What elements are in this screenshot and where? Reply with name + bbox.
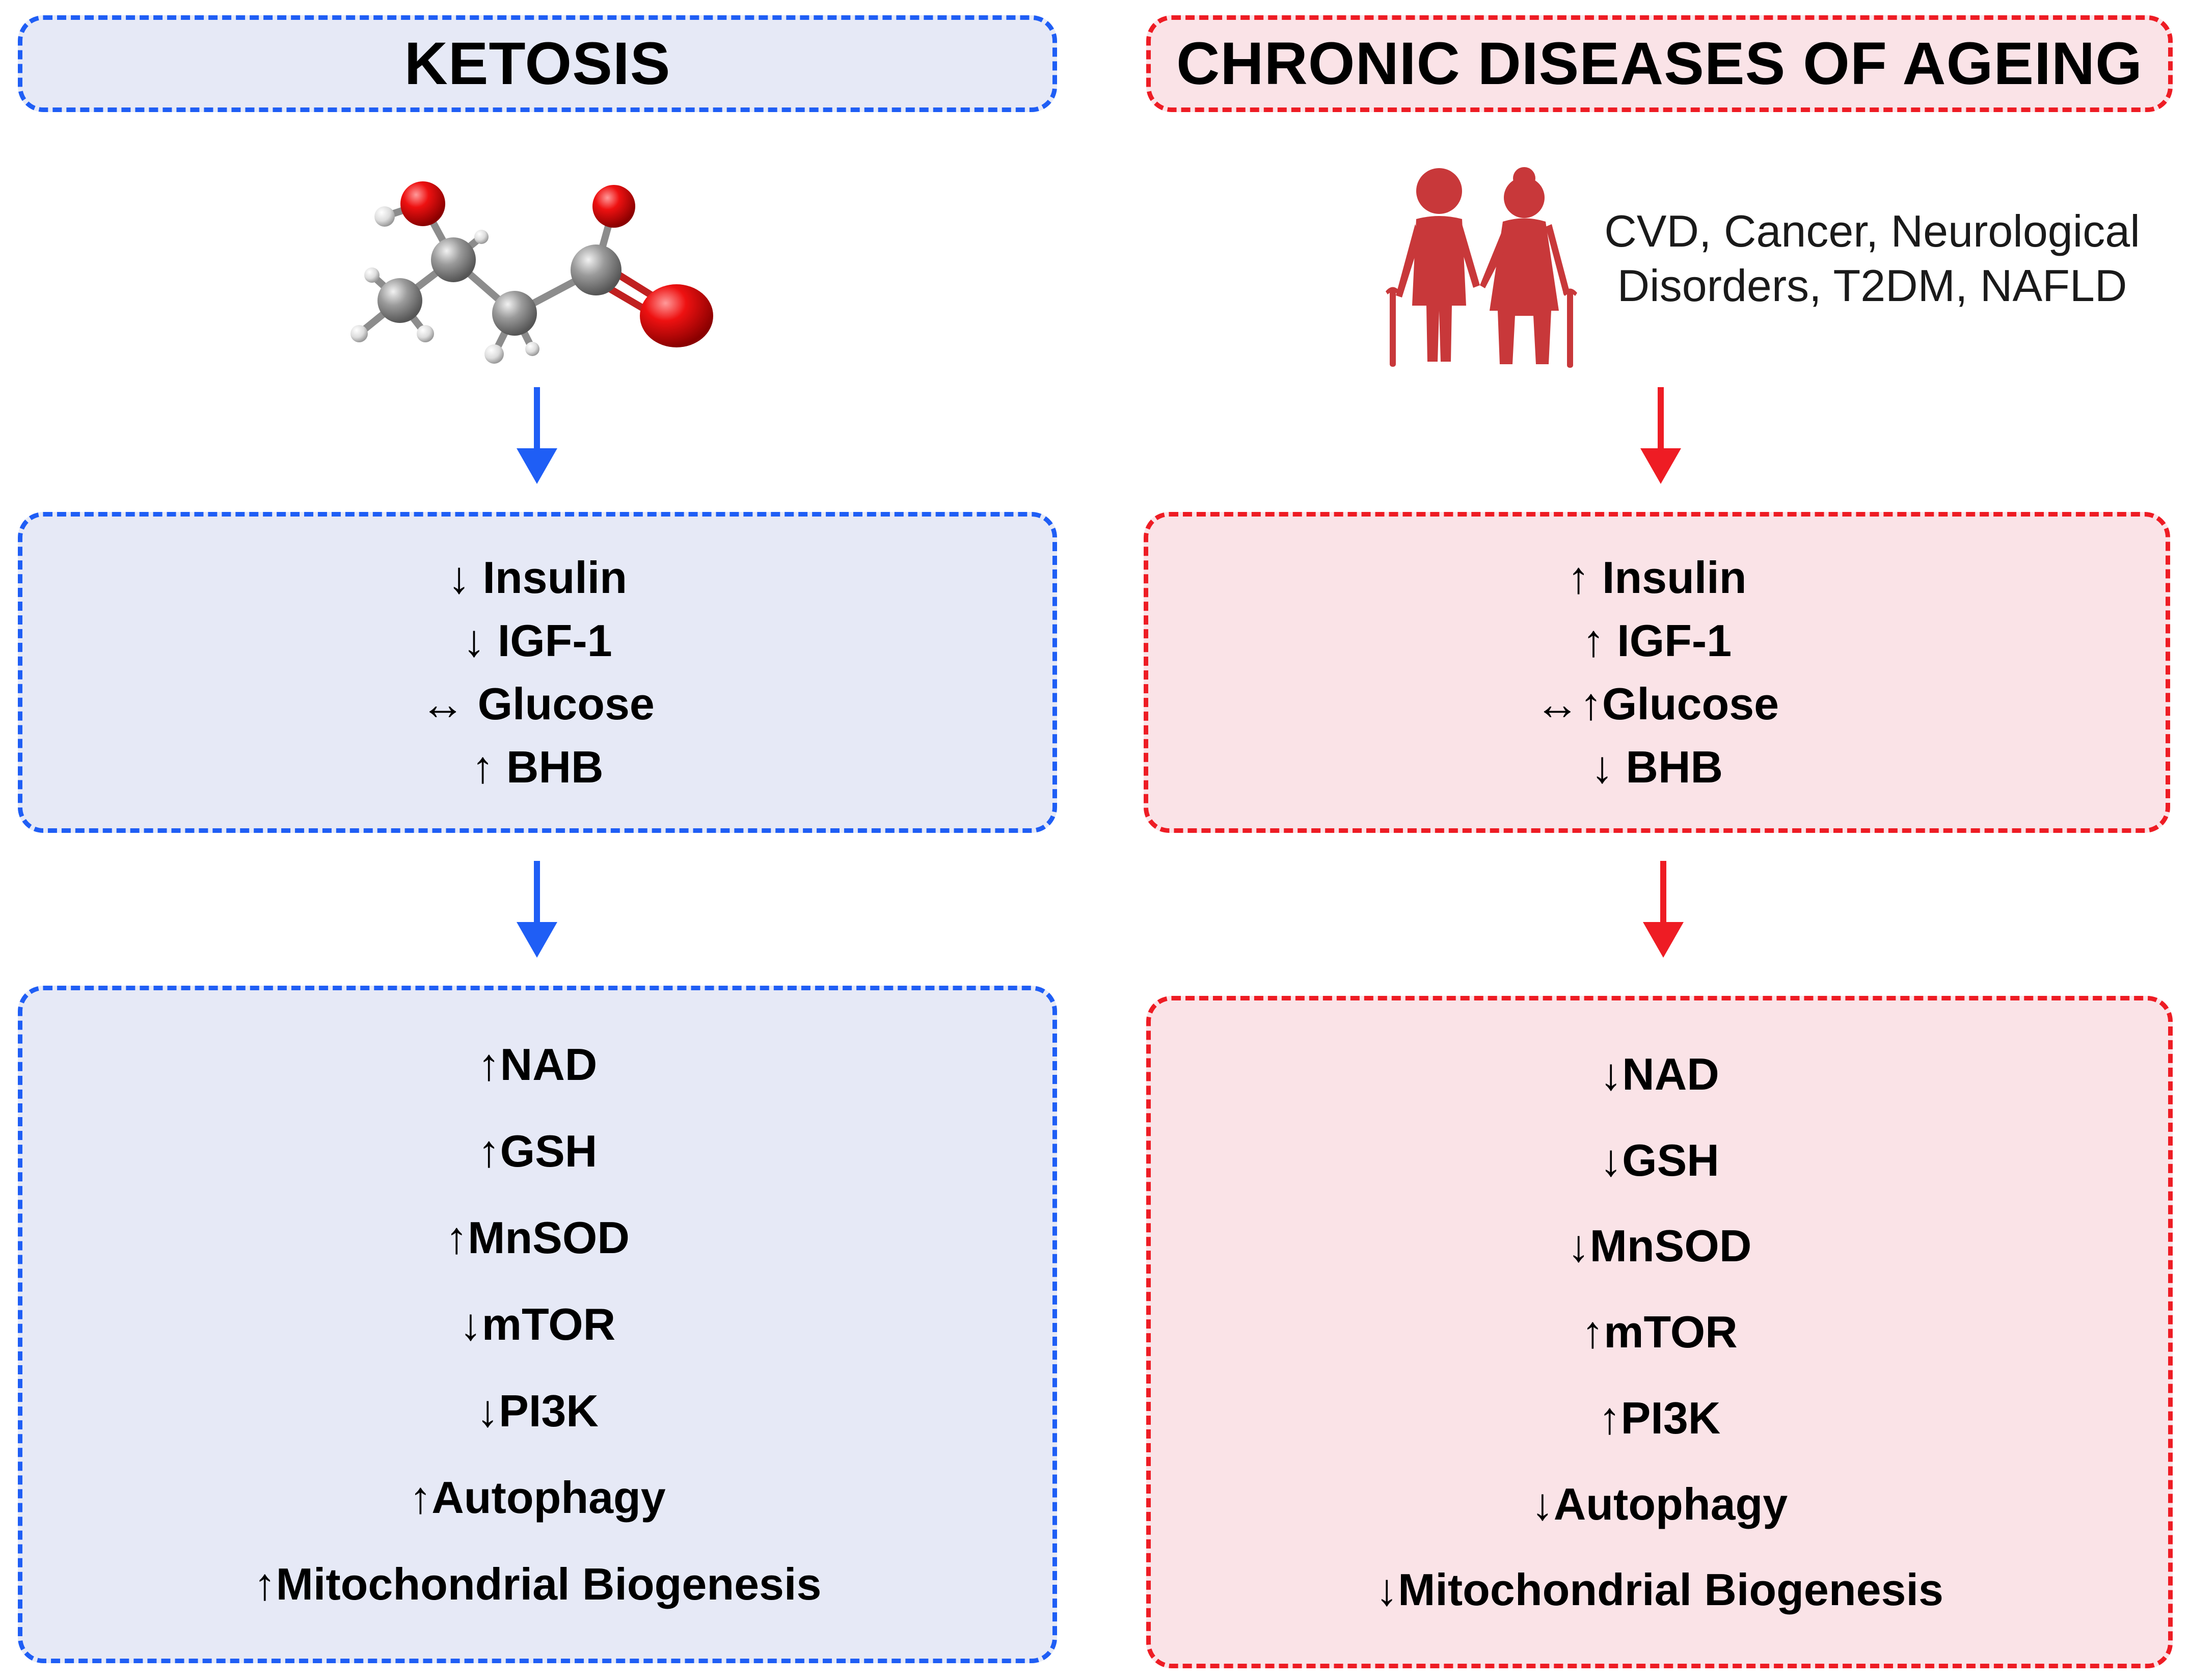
outcome-row: ↑GSH [477, 1126, 598, 1176]
outcome-row: ↑NAD [477, 1039, 598, 1090]
outcome-row: ↓Autophagy [1531, 1478, 1788, 1529]
outcome-row: ↓Mitochondrial Biogenesis [1375, 1564, 1943, 1615]
ageing-arrow-2-icon [1643, 861, 1684, 958]
marker-row: ↔↑Glucose [1534, 679, 1779, 729]
outcome-row: ↓NAD [1600, 1048, 1719, 1099]
marker-row: ↑ IGF-1 [1582, 615, 1732, 666]
elderly-couple-icon [1386, 167, 1577, 368]
ketosis-markers-box: ↓ Insulin ↓ IGF-1 ↔ Glucose ↑ BHB [18, 512, 1057, 833]
outcome-row: ↑PI3K [1598, 1392, 1721, 1443]
marker-row: ↓ BHB [1590, 742, 1723, 792]
marker-row: ↑ Insulin [1567, 552, 1747, 603]
outcome-row: ↑mTOR [1581, 1307, 1738, 1357]
ageing-title: CHRONIC DISEASES OF AGEING [1176, 30, 2143, 97]
ketosis-title: KETOSIS [404, 30, 671, 97]
marker-row: ↑ BHB [471, 742, 604, 792]
marker-row: ↔ Glucose [420, 679, 655, 729]
ageing-outcomes-box: ↓NAD ↓GSH ↓MnSOD ↑mTOR ↑PI3K ↓Autophagy … [1146, 996, 2173, 1668]
outcome-row: ↑Autophagy [409, 1472, 666, 1523]
marker-row: ↓ IGF-1 [463, 615, 612, 666]
ketosis-arrow-2-icon [517, 861, 557, 958]
outcome-row: ↓MnSOD [1567, 1221, 1752, 1271]
ketosis-arrow-1-icon [517, 387, 557, 484]
outcome-row: ↓mTOR [459, 1299, 616, 1349]
ageing-arrow-1-icon [1640, 387, 1681, 484]
outcome-row: ↑Mitochondrial Biogenesis [253, 1559, 822, 1609]
outcome-row: ↑MnSOD [445, 1212, 630, 1263]
ketosis-title-box: KETOSIS [18, 15, 1057, 112]
ageing-title-box: CHRONIC DISEASES OF AGEING [1146, 15, 2173, 112]
ketosis-outcomes-box: ↑NAD ↑GSH ↑MnSOD ↓mTOR ↓PI3K ↑Autophagy … [18, 986, 1057, 1663]
marker-row: ↓ Insulin [448, 552, 627, 603]
outcome-row: ↓PI3K [476, 1386, 599, 1436]
ageing-markers-box: ↑ Insulin ↑ IGF-1 ↔↑Glucose ↓ BHB [1144, 512, 2170, 833]
diseases-list: CVD, Cancer, Neurological Disorders, T2D… [1604, 206, 2140, 311]
beta-hydroxybutyrate-molecule-icon [350, 181, 713, 364]
outcome-row: ↓GSH [1600, 1134, 1719, 1185]
